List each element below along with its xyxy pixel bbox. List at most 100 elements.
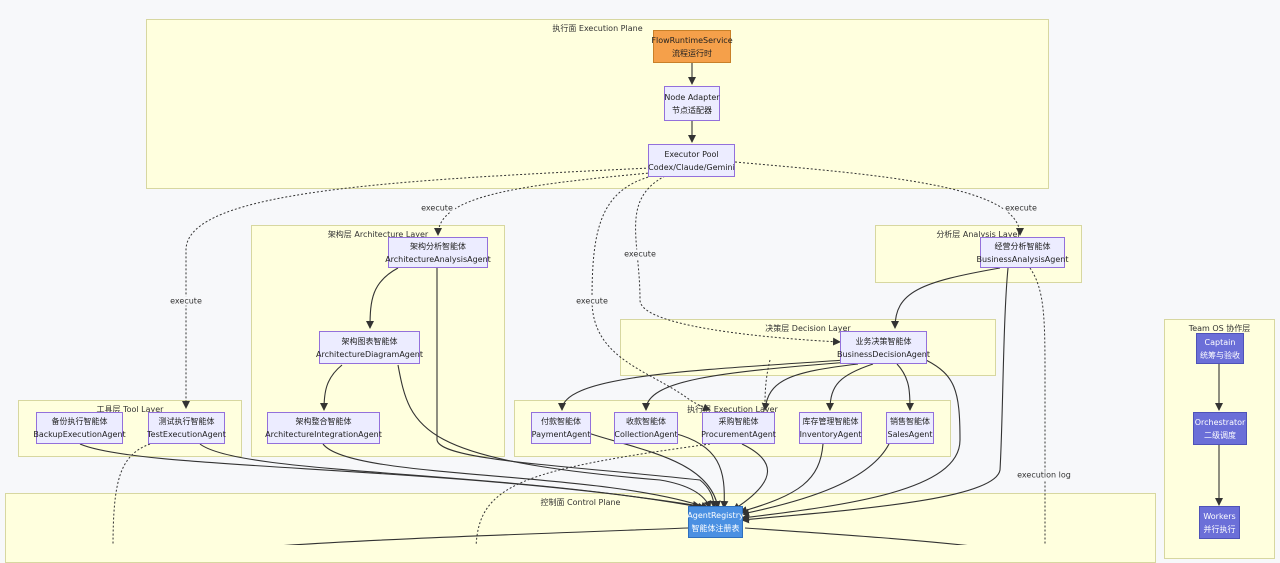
edge-label-execution-log: execution log — [1015, 470, 1073, 480]
arch-analysis-desc: ArchitectureAnalysisAgent — [385, 254, 491, 264]
edge-decision-registry — [741, 359, 961, 522]
procurement-desc: ProcurementAgent — [701, 430, 776, 439]
edge-pool-archanalysis — [434, 171, 661, 236]
collection-node: 收款智能体 CollectionAgent — [614, 412, 678, 444]
collection-desc: CollectionAgent — [614, 430, 678, 439]
test-exec-name: 测试执行智能体 — [158, 417, 215, 426]
edge-archanalysis-archdiagram — [366, 267, 399, 329]
orchestrator-node: Orchestrator 二级调度 — [1193, 412, 1247, 445]
execution-plane-layer: 执行面 Execution Plane — [146, 19, 1049, 189]
team-os-title: Team OS 协作层 — [1188, 324, 1251, 333]
backup-exec-node: 备份执行智能体 BackupExecutionAgent — [33, 412, 126, 444]
edge-exec-registry-dotted — [764, 359, 771, 409]
tool-layer-title: 工具层 Tool Layer — [96, 405, 164, 414]
edge-procurement-down — [475, 443, 711, 545]
architecture-layer-title: 架构层 Architecture Layer — [327, 230, 429, 239]
sales-desc: SalesAgent — [887, 430, 933, 439]
edge-businessanalysis-log — [1029, 267, 1046, 545]
edge-payment-registry — [587, 432, 721, 509]
test-exec-node: 测试执行智能体 TestExecutionAgent — [147, 412, 226, 444]
payment-name: 付款智能体 — [541, 417, 581, 426]
edge-test-down — [112, 443, 151, 545]
analysis-layer-title: 分析层 Analysis Layer — [936, 230, 1021, 239]
edge-label-execute-procurement: execute — [574, 296, 610, 306]
edge-test-registry — [199, 443, 706, 511]
exec-layer-title: 执行层 Execution Layer — [687, 405, 778, 414]
agent-registry-node: AgentRegistry 智能体注册表 — [687, 506, 744, 538]
collection-name: 收款智能体 — [626, 417, 666, 426]
edge-pool-businessanalysis — [734, 161, 1024, 236]
orchestrator-name: Orchestrator — [1194, 417, 1246, 427]
payment-node: 付款智能体 PaymentAgent — [531, 412, 591, 444]
edge-procurement-registry — [732, 443, 768, 511]
procurement-node: 采购智能体 ProcurementAgent — [701, 412, 776, 444]
edge-decision-sales — [896, 363, 914, 411]
test-exec-desc: TestExecutionAgent — [147, 430, 226, 439]
edge-archdiagram-archintegration — [320, 364, 343, 411]
flow-runtime-desc: 流程运行时 — [672, 48, 712, 58]
arch-diagram-desc: ArchitectureDiagramAgent — [316, 349, 424, 359]
inventory-desc: InventoryAgent — [799, 430, 862, 439]
business-decision-name: 业务决策智能体 — [855, 336, 912, 346]
inventory-name: 库存管理智能体 — [802, 417, 859, 426]
edge-decision-inventory — [826, 363, 874, 411]
workers-desc: 并行执行 — [1203, 524, 1236, 534]
captain-name: Captain — [1204, 337, 1236, 347]
node-adapter-name: Node Adapter — [664, 92, 720, 102]
executor-pool-name: Executor Pool — [664, 149, 719, 159]
workers-node: Workers 并行执行 — [1199, 506, 1240, 539]
edge-pool-test — [182, 167, 651, 409]
edge-registry-out-right — [744, 527, 968, 545]
edge-decision-collection — [642, 361, 851, 411]
edge-analysis-decision — [891, 267, 1001, 329]
decision-layer-title: 决策层 Decision Layer — [765, 324, 851, 333]
edge-sales-registry — [741, 443, 890, 517]
edge-label-execute-test: execute — [168, 296, 204, 306]
edge-pool-decision — [635, 175, 841, 346]
edge-pool-procurement — [591, 175, 711, 412]
execution-plane-title: 执行面 Execution Plane — [552, 24, 643, 33]
edge-collection-registry — [672, 432, 729, 509]
sales-node: 销售智能体 SalesAgent — [886, 412, 934, 444]
edge-decision-payment — [558, 359, 846, 411]
arch-diagram-name: 架构图表智能体 — [341, 336, 398, 346]
edges-canvas — [79, 63, 1223, 545]
edge-label-execute-arch: execute — [419, 203, 455, 213]
captain-node: Captain 统筹与验收 — [1196, 333, 1244, 364]
procurement-name: 采购智能体 — [718, 417, 759, 426]
edge-inventory-registry — [739, 443, 824, 514]
captain-desc: 统筹与验收 — [1200, 350, 1240, 360]
arch-integration-node: 架构整合智能体 ArchitectureIntegrationAgent — [265, 412, 382, 444]
arch-integration-desc: ArchitectureIntegrationAgent — [265, 430, 382, 439]
node-adapter-desc: 节点适配器 — [672, 105, 712, 115]
edge-businessanalysis-registry — [741, 267, 1009, 524]
backup-exec-desc: BackupExecutionAgent — [33, 430, 126, 439]
orchestrator-desc: 二级调度 — [1204, 430, 1236, 440]
executor-pool-node: Executor Pool Codex/Claude/Gemini — [648, 144, 735, 177]
executor-pool-desc: Codex/Claude/Gemini — [648, 162, 735, 172]
flow-runtime-node: FlowRuntimeService 流程运行时 — [651, 30, 733, 63]
edge-decision-procurement — [761, 363, 859, 411]
arch-integration-name: 架构整合智能体 — [295, 417, 352, 426]
business-analysis-node: 经营分析智能体 BusinessAnalysisAgent — [977, 237, 1068, 268]
agent-registry-desc: 智能体注册表 — [691, 524, 740, 533]
agent-registry-name: AgentRegistry — [687, 511, 744, 520]
workers-name: Workers — [1203, 511, 1236, 521]
edge-label-execute-decision: execute — [622, 249, 658, 259]
edge-registry-out-left — [283, 527, 689, 545]
arch-diagram-node: 架构图表智能体 ArchitectureDiagramAgent — [316, 331, 424, 364]
backup-exec-name: 备份执行智能体 — [51, 417, 108, 426]
business-decision-node: 业务决策智能体 BusinessDecisionAgent — [837, 331, 931, 364]
flow-runtime-name: FlowRuntimeService — [651, 35, 733, 45]
edge-archdiagram-registry — [397, 364, 712, 509]
edge-archintegration-registry — [322, 443, 709, 510]
business-analysis-name: 经营分析智能体 — [994, 241, 1051, 251]
arch-analysis-node: 架构分析智能体 ArchitectureAnalysisAgent — [385, 237, 491, 268]
payment-desc: PaymentAgent — [531, 430, 591, 439]
decision-layer: 决策层 Decision Layer — [620, 319, 996, 376]
inventory-node: 库存管理智能体 InventoryAgent — [799, 412, 862, 444]
arch-analysis-name: 架构分析智能体 — [410, 241, 466, 251]
business-analysis-desc: BusinessAnalysisAgent — [976, 254, 1069, 264]
business-decision-desc: BusinessDecisionAgent — [837, 349, 931, 359]
sales-name: 销售智能体 — [890, 417, 930, 426]
